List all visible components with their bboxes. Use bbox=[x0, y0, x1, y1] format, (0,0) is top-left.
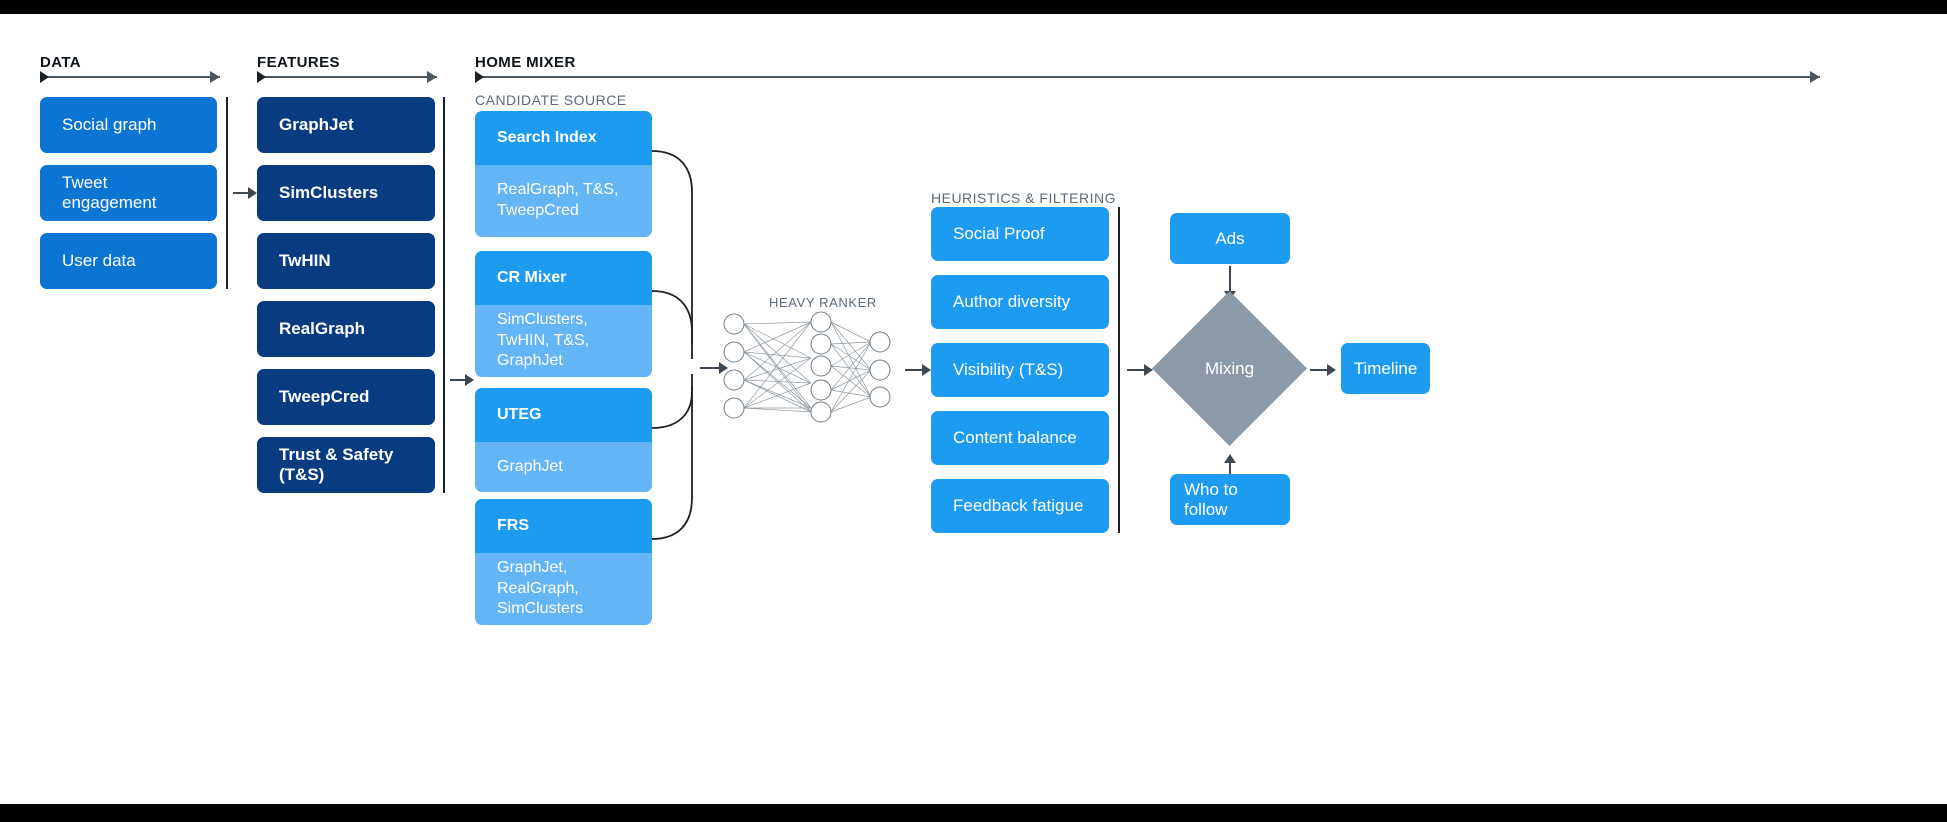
heuristic-box-visibility[interactable]: Visibility (T&S) bbox=[931, 343, 1109, 397]
arrow-features-to-candidates bbox=[450, 374, 474, 386]
box-label: TwHIN bbox=[279, 251, 331, 270]
box-label: Social Proof bbox=[953, 224, 1045, 243]
box-label: TweepCred bbox=[279, 387, 370, 406]
arrow-line bbox=[233, 192, 249, 194]
subsection-title-heuristics: HEURISTICS & FILTERING bbox=[931, 190, 1116, 206]
box-label: RealGraph bbox=[279, 319, 365, 338]
diagram-sheet: DATA Social graph Tweet engagement User … bbox=[0, 14, 1947, 804]
axis-line bbox=[475, 76, 1820, 78]
axis-arrowhead-right bbox=[427, 71, 437, 83]
candidate-source-cr-mixer[interactable]: CR Mixer SimClusters, TwHIN, T&S, GraphJ… bbox=[475, 251, 652, 377]
connector-cr-mixer bbox=[651, 290, 693, 359]
box-label: Mixing bbox=[1204, 358, 1255, 378]
box-label: GraphJet bbox=[279, 115, 354, 134]
candidate-source-features: GraphJet, RealGraph, SimClusters bbox=[475, 553, 652, 625]
candidate-source-features: GraphJet bbox=[475, 442, 652, 492]
connector-uteg bbox=[651, 374, 693, 429]
connector-frs bbox=[651, 386, 693, 540]
feature-box-realgraph[interactable]: RealGraph bbox=[257, 301, 435, 357]
heuristic-box-content-balance[interactable]: Content balance bbox=[931, 411, 1109, 465]
output-box-ads[interactable]: Ads bbox=[1170, 213, 1290, 264]
arrow-head bbox=[465, 374, 474, 386]
candidate-source-name: FRS bbox=[475, 499, 652, 553]
heuristic-box-feedback-fatigue[interactable]: Feedback fatigue bbox=[931, 479, 1109, 533]
feature-box-trust-safety[interactable]: Trust & Safety (T&S) bbox=[257, 437, 435, 493]
arrow-head bbox=[1224, 454, 1236, 463]
data-column-divider bbox=[226, 97, 228, 289]
mixing-diamond[interactable]: Mixing bbox=[1152, 291, 1307, 446]
home-mixer-axis-arrow bbox=[475, 70, 1820, 84]
data-axis-arrow bbox=[40, 70, 220, 84]
section-title-home-mixer: HOME MIXER bbox=[475, 54, 576, 71]
arrow-line bbox=[905, 369, 923, 371]
arrow-heavy-ranker-to-heuristics bbox=[905, 364, 931, 376]
feature-box-simclusters[interactable]: SimClusters bbox=[257, 165, 435, 221]
features-axis-arrow bbox=[257, 70, 437, 84]
axis-arrowhead-right bbox=[1810, 71, 1820, 83]
candidate-source-uteg[interactable]: UTEG GraphJet bbox=[475, 388, 652, 492]
arrow-line bbox=[700, 367, 720, 369]
axis-line bbox=[40, 76, 220, 78]
arrow-line bbox=[1127, 369, 1145, 371]
box-label: Trust & Safety (T&S) bbox=[279, 445, 394, 484]
feature-box-tweepcred[interactable]: TweepCred bbox=[257, 369, 435, 425]
box-label: SimClusters bbox=[279, 183, 379, 202]
candidate-source-features: RealGraph, T&S, TweepCred bbox=[475, 165, 652, 237]
data-box-tweet-engagement[interactable]: Tweet engagement bbox=[40, 165, 217, 221]
arrow-line bbox=[450, 379, 466, 381]
box-label: Visibility (T&S) bbox=[953, 360, 1064, 379]
output-box-timeline[interactable]: Timeline bbox=[1341, 343, 1430, 394]
candidate-source-name: UTEG bbox=[475, 388, 652, 442]
features-column-divider bbox=[443, 97, 445, 493]
arrow-head bbox=[719, 362, 728, 374]
arrow-line bbox=[1310, 369, 1328, 371]
arrow-candidates-to-heavy-ranker bbox=[700, 362, 728, 374]
axis-arrowhead-right bbox=[210, 71, 220, 83]
arrow-head bbox=[922, 364, 931, 376]
candidate-source-features: SimClusters, TwHIN, T&S, GraphJet bbox=[475, 305, 652, 377]
arrow-mixing-to-timeline bbox=[1310, 364, 1336, 376]
box-label: User data bbox=[62, 251, 136, 270]
output-box-who-to-follow[interactable]: Who to follow bbox=[1170, 474, 1290, 525]
box-label: Timeline bbox=[1353, 358, 1418, 378]
feature-box-graphjet[interactable]: GraphJet bbox=[257, 97, 435, 153]
section-title-features: FEATURES bbox=[257, 54, 340, 71]
axis-arrowhead-left bbox=[257, 71, 266, 83]
candidate-source-search-index[interactable]: Search Index RealGraph, T&S, TweepCred bbox=[475, 111, 652, 237]
heuristic-box-social-proof[interactable]: Social Proof bbox=[931, 207, 1109, 261]
arrow-head bbox=[1144, 364, 1153, 376]
axis-line bbox=[257, 76, 437, 78]
box-label: Tweet engagement bbox=[62, 173, 157, 212]
box-label: Social graph bbox=[62, 115, 157, 134]
subsection-title-heavy-ranker: HEAVY RANKER bbox=[769, 295, 877, 310]
axis-arrowhead-left bbox=[475, 71, 484, 83]
arrow-head bbox=[1327, 364, 1336, 376]
data-box-social-graph[interactable]: Social graph bbox=[40, 97, 217, 153]
box-label: Content balance bbox=[953, 428, 1077, 447]
heuristics-column-divider bbox=[1118, 207, 1120, 533]
arrow-head bbox=[248, 187, 257, 199]
connector-search-index bbox=[651, 150, 693, 344]
candidate-source-name: CR Mixer bbox=[475, 251, 652, 305]
subsection-title-candidate-source: CANDIDATE SOURCE bbox=[475, 92, 627, 108]
axis-arrowhead-left bbox=[40, 71, 49, 83]
arrow-data-to-features bbox=[233, 187, 257, 199]
feature-box-twhin[interactable]: TwHIN bbox=[257, 233, 435, 289]
box-label: Author diversity bbox=[953, 292, 1071, 311]
candidate-source-frs[interactable]: FRS GraphJet, RealGraph, SimClusters bbox=[475, 499, 652, 625]
box-label: Who to follow bbox=[1184, 479, 1238, 519]
heuristic-box-author-diversity[interactable]: Author diversity bbox=[931, 275, 1109, 329]
arrow-heuristics-to-mixing bbox=[1127, 364, 1153, 376]
box-label: Feedback fatigue bbox=[953, 496, 1084, 515]
data-box-user-data[interactable]: User data bbox=[40, 233, 217, 289]
arrow-line bbox=[1229, 266, 1231, 292]
section-title-data: DATA bbox=[40, 54, 82, 71]
candidate-source-name: Search Index bbox=[475, 111, 652, 165]
box-label: Ads bbox=[1215, 228, 1245, 248]
